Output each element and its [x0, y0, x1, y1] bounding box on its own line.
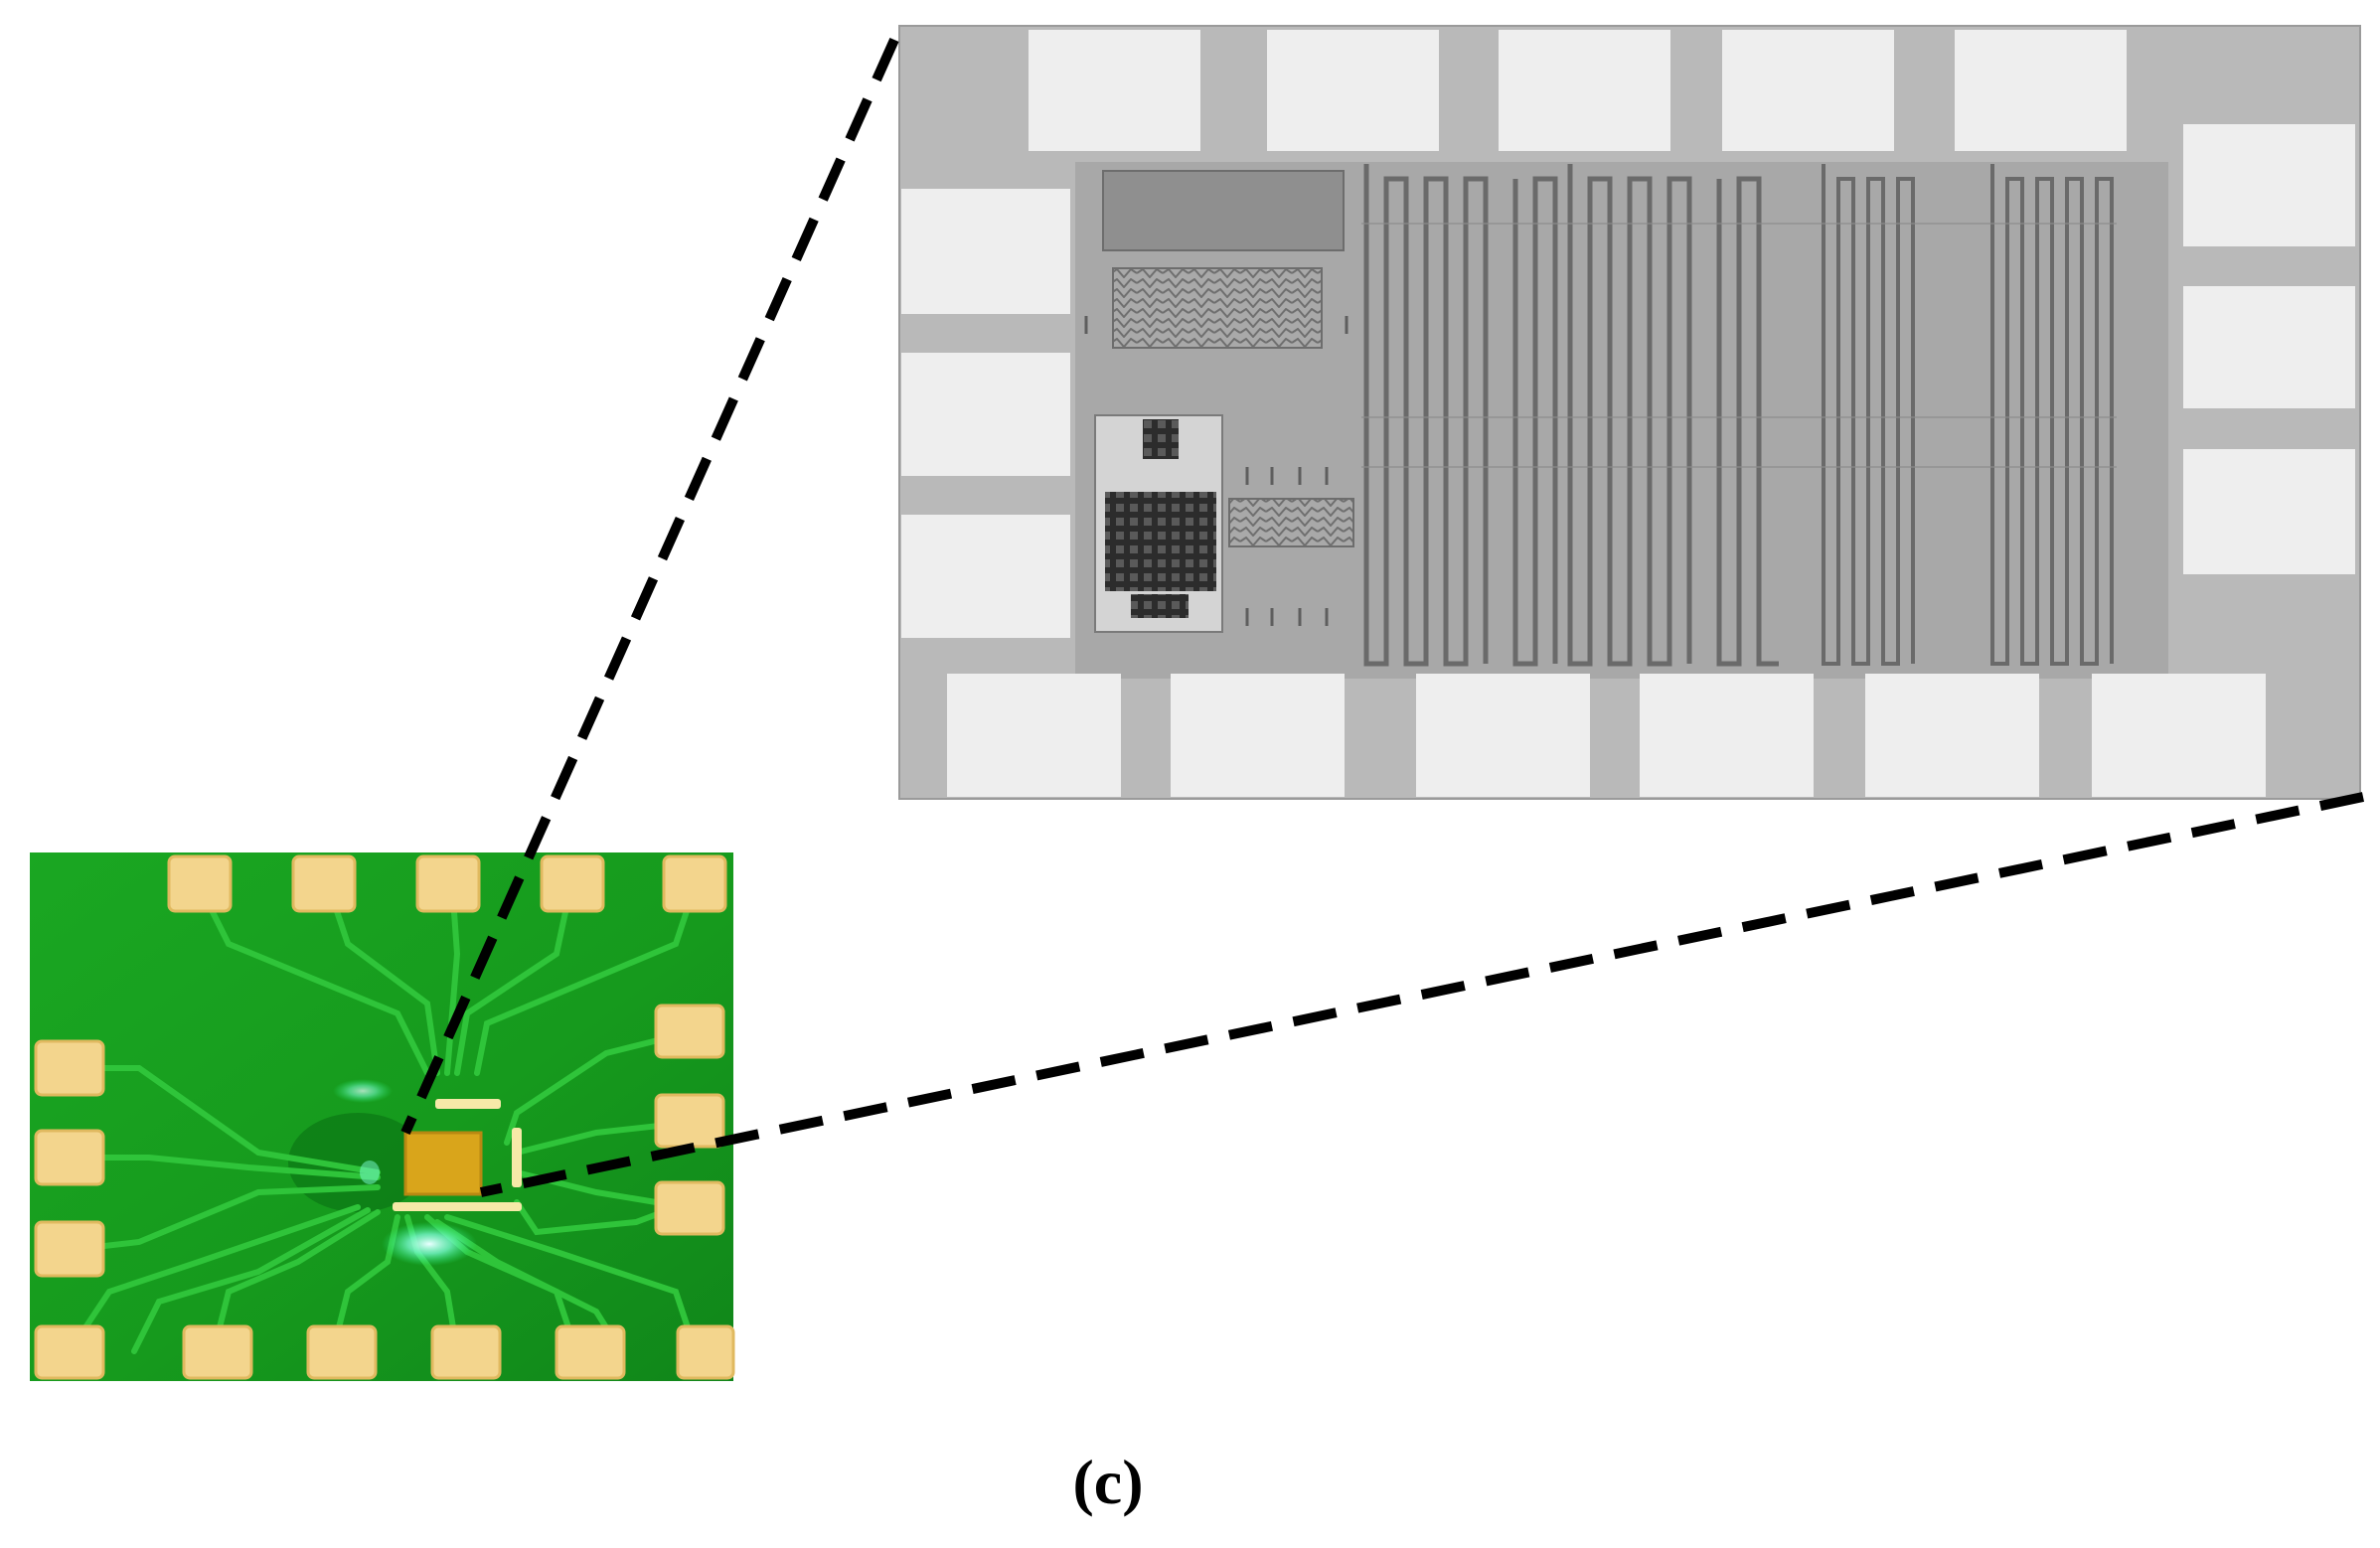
chip-micrograph — [898, 25, 2361, 800]
serpentine-bank-2 — [1567, 164, 1779, 667]
serpentine-bank-3 — [1822, 164, 1915, 666]
led-glow-small — [333, 1079, 393, 1103]
chip-die — [403, 1131, 483, 1196]
pcb-pads-right — [654, 1004, 725, 1236]
serpentine-bank-1 — [1363, 164, 1558, 667]
die-pads-top — [1029, 30, 2127, 151]
die-pads-right — [2183, 124, 2355, 574]
die-pads-bottom — [947, 674, 2266, 797]
resistor-block-2 — [1112, 267, 1323, 349]
transistor-array — [1105, 492, 1216, 591]
panel-label: (c) — [1072, 1447, 1144, 1517]
serpentine-bank-4 — [1990, 164, 2114, 666]
zoom-connector-lines — [400, 37, 2365, 1197]
resistor-block-1 — [1102, 170, 1345, 251]
pcb-pads-bottom — [34, 1324, 735, 1380]
pcb-pads-left — [34, 1039, 105, 1278]
pcb-pads-top — [167, 854, 727, 913]
bond-wires — [393, 1099, 522, 1211]
led-glow — [382, 1222, 477, 1266]
pcb-photo — [30, 852, 735, 1381]
die-pads-left — [901, 189, 1070, 638]
resistor-block-3 — [1228, 498, 1354, 547]
